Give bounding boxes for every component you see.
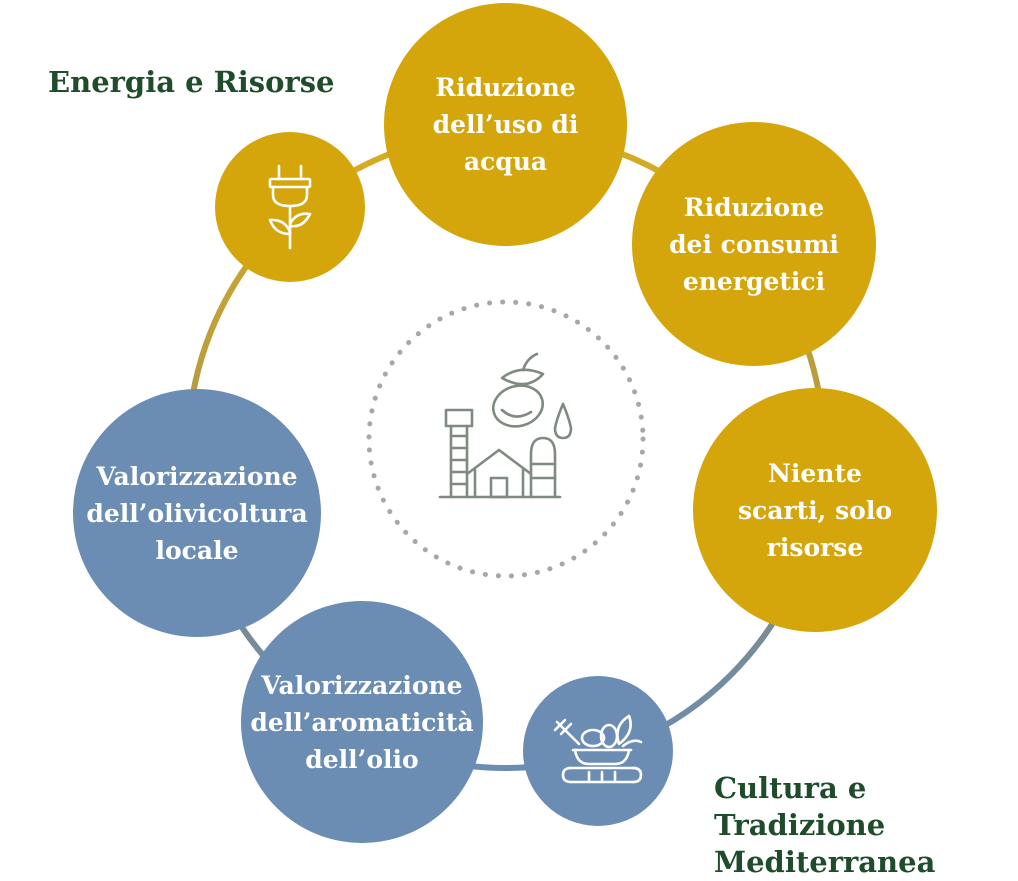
node-energy-reduction: Riduzione dei consumi energetici (632, 122, 876, 366)
section-label-culture: Cultura e Tradizione Mediterranea (714, 771, 936, 879)
node-local-olive-growing: Valorizzazione dell’olivicoltura locale (73, 389, 321, 637)
node-water-reduction: Riduzione dell’uso di acqua (384, 3, 627, 246)
node-energy-reduction-label: Riduzione dei consumi energetici (669, 192, 839, 296)
olive-mill-factory-icon (366, 299, 646, 579)
node-no-waste: Niente scarti, solo risorse (693, 388, 937, 632)
node-local-olive-growing-label: Valorizzazione dell’olivicoltura locale (86, 461, 308, 565)
node-energy-icon (215, 132, 365, 282)
node-oil-aroma-label: Valorizzazione dell’aromaticità dell’oli… (250, 670, 474, 774)
node-no-waste-label: Niente scarti, solo risorse (737, 458, 893, 562)
plug-plant-icon (268, 164, 312, 250)
node-water-reduction-label: Riduzione dell’uso di acqua (432, 73, 579, 176)
section-label-energy: Energia e Risorse (48, 65, 335, 99)
node-oil-aroma: Valorizzazione dell’aromaticità dell’oli… (241, 601, 483, 843)
olive-basket-icon (553, 714, 643, 784)
node-culture-icon (523, 676, 673, 826)
